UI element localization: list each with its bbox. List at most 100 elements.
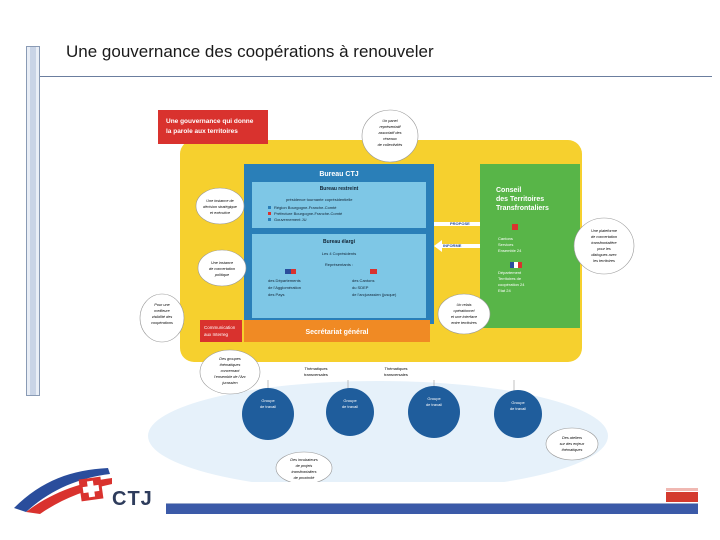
- svg-text:associatif des: associatif des: [378, 131, 401, 135]
- thematiques-left-2: transversales: [304, 372, 328, 377]
- bureau-restreint-line-4: Gouvernement JU: [274, 217, 307, 222]
- conseil-ch-1: Cantons: [498, 236, 513, 241]
- slide-frame-decoration: [26, 46, 40, 396]
- secretariat-label: Secrétariat général: [305, 329, 368, 336]
- svg-text:Une instance: Une instance: [211, 261, 233, 265]
- bubble-bottom-left: Des incubateurs de projets transfrontali…: [275, 451, 333, 482]
- svg-text:Pour une: Pour une: [154, 303, 169, 307]
- communication-box: [200, 320, 242, 342]
- svg-text:thématiques: thématiques: [220, 363, 241, 367]
- bureau-elargi-box: [252, 234, 426, 318]
- conseil-title-1: Conseil: [496, 187, 521, 194]
- svg-text:dialogues avec: dialogues avec: [591, 253, 616, 257]
- bureau-restreint-line-3: Préfecture Bourgogne-Franche-Comté: [274, 211, 343, 216]
- footer-accent-light: [666, 488, 698, 491]
- governance-diagram: Une gouvernance qui donne la parole aux …: [138, 106, 638, 482]
- propose-label: PROPOSE: [450, 221, 470, 226]
- bureau-ctj-title: Bureau CTJ: [319, 171, 358, 178]
- conseil-fr-4: Etat 24: [498, 288, 511, 293]
- svg-text:Des incubateurs: Des incubateurs: [290, 458, 318, 462]
- svg-text:de collectivités: de collectivités: [378, 143, 403, 147]
- conseil-ch-3: Ensemble 24: [498, 248, 522, 253]
- elargi-ch-2: du SDEP: [352, 285, 369, 290]
- svg-text:Une plateforme: Une plateforme: [591, 229, 617, 233]
- svg-text:l'ensemble de l'Arc: l'ensemble de l'Arc: [214, 375, 246, 379]
- svg-text:réseaux: réseaux: [383, 137, 398, 141]
- svg-text:de projets: de projets: [296, 464, 313, 468]
- headline-box: [158, 110, 268, 144]
- bureau-elargi-sub1: Les 4 Coprésidents: [322, 251, 356, 256]
- svg-text:transfrontaliers: transfrontaliers: [291, 470, 316, 474]
- svg-text:Groupe: Groupe: [261, 398, 275, 403]
- svg-text:représentatif: représentatif: [379, 125, 401, 129]
- territory-circle-1: Groupe de travail: [242, 388, 294, 440]
- svg-text:de travail: de travail: [426, 402, 442, 407]
- footer-bar: [166, 503, 698, 514]
- svg-text:de travail: de travail: [260, 404, 276, 409]
- svg-text:décision stratégique: décision stratégique: [203, 205, 237, 209]
- bubble-left-2: Une instance de concertation politique: [197, 249, 247, 287]
- propose-arrow: [434, 218, 488, 230]
- logo-text: CTJ: [112, 488, 153, 510]
- svg-text:politique: politique: [214, 273, 229, 277]
- svg-text:les territoires: les territoires: [593, 259, 615, 263]
- svg-text:jurassien: jurassien: [221, 381, 237, 385]
- title-divider: [40, 76, 712, 77]
- svg-text:de proximité: de proximité: [294, 476, 315, 480]
- svg-text:coopérations: coopérations: [151, 321, 173, 325]
- svg-text:transfrontalière: transfrontalière: [591, 241, 616, 245]
- svg-text:thématiques: thématiques: [562, 448, 583, 452]
- svg-text:sur des enjeux: sur des enjeux: [560, 442, 586, 446]
- bubble-groups-left: Des groupes thématiques concernant l'ens…: [199, 349, 261, 395]
- logo-blue-swoosh: [14, 468, 110, 512]
- page-title: Une gouvernance des coopérations à renou…: [66, 42, 434, 61]
- conseil-ch-2: Services: [498, 242, 513, 247]
- thematiques-left-1: Thématiques: [304, 366, 327, 371]
- svg-text:visibilité des: visibilité des: [152, 315, 173, 319]
- conseil-title-2: des Territoires: [496, 196, 544, 203]
- thematiques-right-2: transversales: [384, 372, 408, 377]
- elargi-fr-1: des Départements: [268, 278, 301, 283]
- communication-line-2: aux Interreg: [204, 332, 229, 337]
- headline-line-1: Une gouvernance qui donne: [166, 118, 254, 125]
- bubble-left-3: Pour une meilleure visibilité des coopér…: [139, 293, 185, 343]
- svg-text:meilleure: meilleure: [154, 309, 169, 313]
- svg-text:Une instance de: Une instance de: [206, 199, 233, 203]
- bureau-restreint-box: [252, 182, 426, 228]
- informe-label: INFORME: [443, 243, 462, 248]
- bubble-left-1: Une instance de décision stratégique et …: [195, 187, 245, 225]
- territory-circle-2: Groupe de travail: [326, 388, 374, 436]
- footer-accent-red: [666, 492, 698, 502]
- svg-text:de concertation: de concertation: [209, 267, 235, 271]
- secretariat-box: [244, 320, 430, 342]
- communication-line-1: Communication: [204, 325, 236, 330]
- bubble-right-1: Une plateforme de concertation transfron…: [573, 217, 635, 275]
- bureau-restreint-line-2: Région Bourgogne-Franche-Comté: [274, 205, 337, 210]
- svg-text:Un panel: Un panel: [382, 119, 397, 123]
- territory-circle-3: Groupe de travail: [408, 386, 460, 438]
- svg-text:et une interface: et une interface: [451, 315, 477, 319]
- ctj-logo: [14, 468, 112, 514]
- bubble-top-right: Un panel représentatif associatif des ré…: [361, 109, 419, 163]
- informe-arrow: [434, 240, 488, 252]
- svg-text:Groupe: Groupe: [511, 400, 525, 405]
- bubble-sec-right: Un relais opérationnel et une interface …: [437, 293, 491, 335]
- conseil-box: [480, 164, 580, 328]
- conseil-fr-3: coopération 24: [498, 282, 525, 287]
- thematiques-right-1: Thématiques: [384, 366, 407, 371]
- bureau-restreint-title: Bureau restreint: [320, 186, 359, 192]
- svg-text:Un relais: Un relais: [457, 303, 472, 307]
- svg-text:de travail: de travail: [342, 404, 358, 409]
- bureau-elargi-title: Bureau élargi: [323, 239, 356, 245]
- elargi-fr-3: des Pays: [268, 292, 284, 297]
- svg-text:Des groupes: Des groupes: [219, 357, 241, 361]
- svg-text:de concertation: de concertation: [591, 235, 617, 239]
- bureau-restreint-line-1: présidence tournante coprésidentielle: [286, 197, 353, 202]
- territory-circle-4: Groupe de travail: [494, 390, 542, 438]
- svg-text:Groupe: Groupe: [343, 398, 357, 403]
- bubble-bottom-right: Des ateliers sur des enjeux thématiques: [545, 427, 599, 461]
- svg-text:pour les: pour les: [596, 247, 611, 251]
- svg-text:concernant: concernant: [221, 369, 241, 373]
- elargi-ch-3: de l'arcjurassien (jusque): [352, 292, 397, 297]
- svg-text:opérationnel: opérationnel: [454, 309, 475, 313]
